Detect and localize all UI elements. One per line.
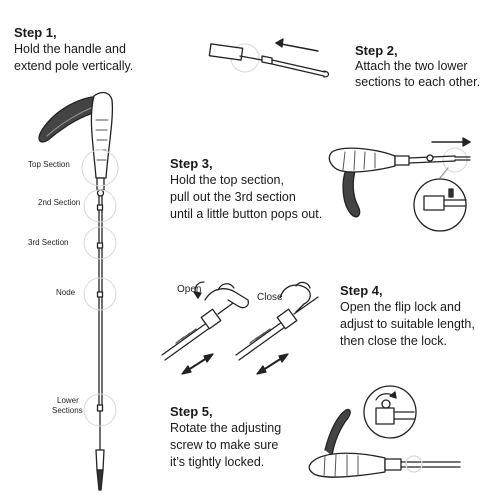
- label-node: Node: [56, 288, 76, 297]
- step5-title: Step 5,: [170, 404, 213, 419]
- attach-sections-drawing: [208, 38, 330, 78]
- step2-line1: Attach the two lower: [355, 59, 468, 73]
- full-pole-drawing: [38, 91, 114, 491]
- step3-line3: until a little button pops out.: [170, 207, 323, 221]
- step2-title: Step 2,: [355, 43, 398, 58]
- step4-title: Step 4,: [340, 283, 383, 298]
- label-top-section: Top Section: [28, 160, 70, 169]
- label-lower: Lower: [57, 396, 79, 405]
- label-close: Close: [257, 292, 283, 303]
- label-3rd-section: 3rd Section: [28, 238, 69, 247]
- step5-line1: Rotate the adjusting: [170, 421, 282, 435]
- button-pop-drawing: [328, 137, 471, 232]
- label-open: Open: [177, 284, 202, 295]
- step1-title: Step 1,: [14, 25, 57, 40]
- step2-line2: sections to each other.: [355, 75, 481, 89]
- step4-line3: then close the lock.: [340, 334, 448, 348]
- step5-line3: it’s tightly locked.: [170, 455, 265, 469]
- label-sections: Sections: [52, 406, 83, 415]
- step4-line2: adjust to suitable length,: [340, 317, 475, 331]
- step3-line1: Hold the top section,: [170, 173, 284, 187]
- step5-line2: screw to make sure: [170, 438, 279, 452]
- flip-lock-drawing: [161, 281, 319, 375]
- step3-line2: pull out the 3rd section: [170, 190, 296, 204]
- step1-line1: Hold the handle and: [14, 42, 126, 56]
- step3-title: Step 3,: [170, 156, 213, 171]
- step1-line2: extend pole vertically.: [14, 59, 134, 73]
- label-2nd-section: 2nd Section: [38, 198, 81, 207]
- adjust-screw-drawing: [308, 385, 461, 478]
- step4-line1: Open the flip lock and: [340, 300, 461, 314]
